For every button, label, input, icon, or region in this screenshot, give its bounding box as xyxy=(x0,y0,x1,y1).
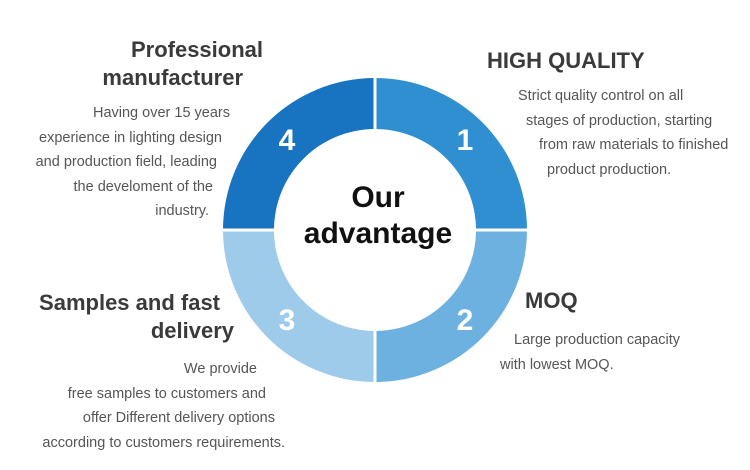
samples-line: free samples to customers and xyxy=(67,385,266,402)
segment-number-2: 2 xyxy=(457,304,474,337)
segment-number-1: 1 xyxy=(457,124,474,157)
samples-description: We provide free samples to customers and… xyxy=(42,357,285,455)
moq-title-text: MOQ xyxy=(525,288,578,313)
high-quality-line: Strict quality control on all xyxy=(518,88,684,104)
manufacturer-line: the develoment of the xyxy=(73,178,213,195)
segment-3 xyxy=(223,230,375,382)
center-title-line-1: Our xyxy=(351,181,405,214)
manufacturer-title-line: manufacturer xyxy=(102,65,243,90)
high-quality-line: product production. xyxy=(547,161,672,178)
high-quality-title-text: HIGH QUALITY xyxy=(487,48,645,73)
high-quality-line: from raw materials to finished xyxy=(539,137,729,153)
moq-title: MOQ xyxy=(525,287,578,315)
samples-title: Samples and fast delivery xyxy=(39,289,234,345)
manufacturer-line: Having over 15 years xyxy=(92,105,230,121)
manufacturer-title: Professional manufacturer xyxy=(102,36,263,92)
center-title: Our advantage xyxy=(278,180,478,252)
moq-line: Large production capacity xyxy=(514,332,681,348)
high-quality-description: Strict quality control on all stages of … xyxy=(518,84,728,182)
manufacturer-line: experience in lighting design xyxy=(39,129,222,146)
samples-title-line: delivery xyxy=(150,318,234,343)
manufacturer-title-line: Professional xyxy=(130,37,263,62)
moq-description: Large production capacity with lowest MO… xyxy=(500,328,680,377)
center-title-line-2: advantage xyxy=(303,217,453,250)
segment-1 xyxy=(375,78,527,230)
segment-4 xyxy=(223,78,375,230)
samples-line: offer Different delivery options xyxy=(82,410,275,426)
high-quality-title: HIGH QUALITY xyxy=(487,47,645,75)
segment-number-4: 4 xyxy=(279,124,296,157)
segment-number-3: 3 xyxy=(279,304,296,337)
high-quality-line: stages of production, starting xyxy=(526,112,713,129)
moq-line: with lowest MOQ. xyxy=(500,356,614,373)
manufacturer-description: Having over 15 years experience in light… xyxy=(36,101,230,224)
manufacturer-line: and production field, leading xyxy=(35,154,217,170)
samples-line: according to customers requirements. xyxy=(42,434,285,451)
manufacturer-line: industry. xyxy=(155,203,209,219)
samples-line: We provide xyxy=(183,361,257,377)
samples-title-line: Samples and fast xyxy=(39,290,220,315)
segment-2 xyxy=(375,230,527,382)
